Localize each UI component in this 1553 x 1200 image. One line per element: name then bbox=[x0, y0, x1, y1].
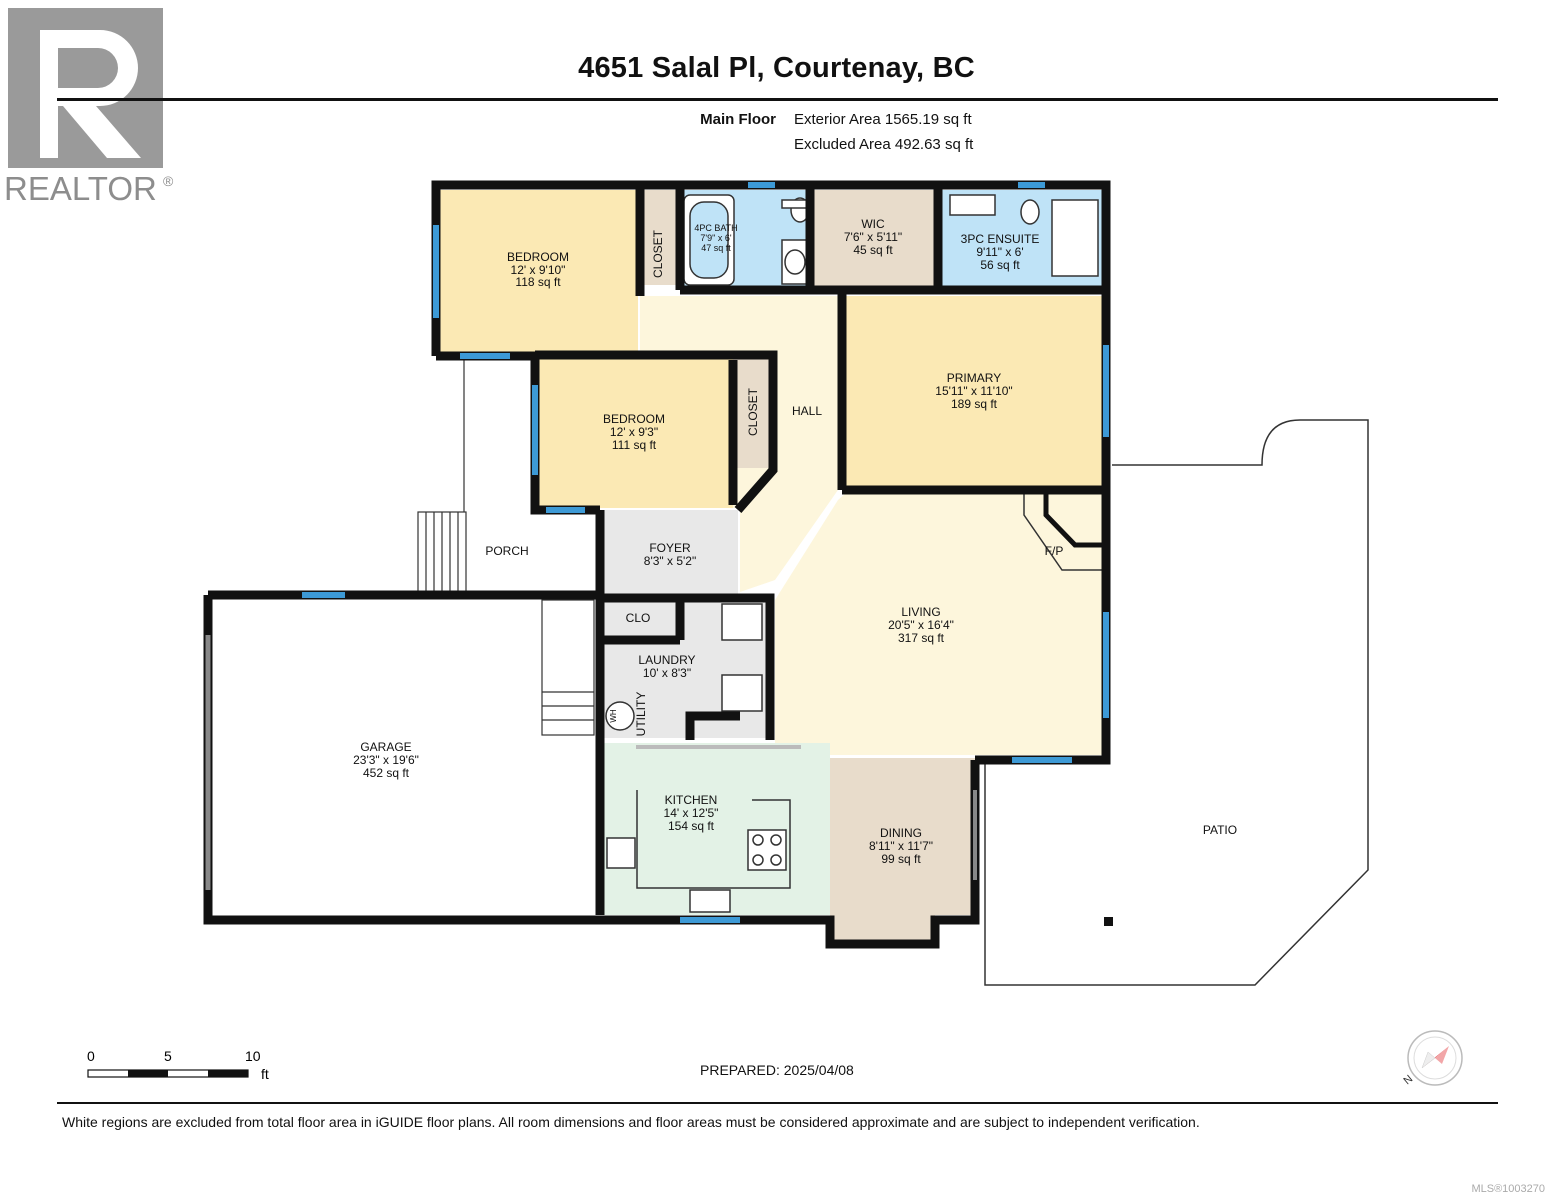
floor-name: Main Floor bbox=[700, 111, 776, 128]
fridge-icon bbox=[606, 837, 636, 869]
steps bbox=[417, 360, 595, 736]
wic-name: WIC bbox=[861, 217, 885, 231]
svg-text:®: ® bbox=[163, 173, 174, 189]
kitchen-sink-icon bbox=[689, 889, 731, 913]
bedroom2-name: BEDROOM bbox=[603, 412, 665, 426]
title-divider bbox=[57, 98, 1498, 101]
primary-area: 189 sq ft bbox=[951, 397, 998, 411]
living-name: LIVING bbox=[901, 605, 940, 619]
dining-area: 99 sq ft bbox=[881, 852, 921, 866]
excluded-area: Excluded Area 492.63 sq ft bbox=[794, 136, 974, 153]
garage-dims: 23'3" x 19'6" bbox=[353, 753, 419, 767]
fireplace-label: F/P bbox=[1045, 544, 1064, 558]
shower-icon bbox=[1051, 199, 1099, 277]
ensuite-dims: 9'11" x 6' bbox=[976, 245, 1023, 259]
bedroom1-name: BEDROOM bbox=[507, 250, 569, 264]
foyer-dims: 8'3" x 5'2" bbox=[644, 554, 696, 568]
room-fills bbox=[440, 190, 1104, 940]
footer-divider bbox=[57, 1102, 1498, 1104]
scale-tick-10: 10 bbox=[245, 1048, 261, 1064]
laundry-name: LAUNDRY bbox=[638, 653, 695, 667]
dining-dims: 8'11" x 11'7" bbox=[869, 839, 933, 853]
scale-tick-0: 0 bbox=[87, 1048, 95, 1064]
kitchen-area: 154 sq ft bbox=[668, 819, 715, 833]
bath4-name: 4PC BATH bbox=[694, 223, 737, 233]
laundry-dims: 10' x 8'3" bbox=[643, 666, 691, 680]
ensuite-toilet-icon bbox=[1020, 199, 1040, 225]
garage-area: 452 sq ft bbox=[363, 766, 410, 780]
washer-icon bbox=[721, 603, 763, 641]
living-area: 317 sq ft bbox=[898, 631, 945, 645]
closet2-label: CLOSET bbox=[746, 387, 760, 436]
foyer-name: FOYER bbox=[649, 541, 691, 555]
patio-label: PATIO bbox=[1203, 823, 1237, 837]
page-title: 4651 Salal Pl, Courtenay, BC bbox=[578, 52, 975, 84]
stove-icon bbox=[747, 829, 787, 871]
closet1-label: CLOSET bbox=[651, 229, 665, 278]
realtor-wordmark: REALTOR bbox=[4, 170, 157, 207]
compass-icon: N bbox=[1401, 1030, 1463, 1087]
primary-dims: 15'11" x 11'10" bbox=[935, 384, 1012, 398]
ensuite-name: 3PC ENSUITE bbox=[961, 232, 1040, 246]
hall-label: HALL bbox=[792, 404, 822, 418]
patio-outline bbox=[984, 419, 1369, 986]
ensuite-sink-icon bbox=[949, 194, 996, 216]
kitchen-name: KITCHEN bbox=[665, 793, 718, 807]
dining-name: DINING bbox=[880, 826, 922, 840]
dryer-icon bbox=[721, 674, 763, 712]
ensuite-area: 56 sq ft bbox=[980, 258, 1020, 272]
scale-unit: ft bbox=[261, 1066, 269, 1082]
prepared-date: PREPARED: 2025/04/08 bbox=[700, 1062, 854, 1078]
wic-area: 45 sq ft bbox=[853, 243, 893, 257]
bath4-dims: 7'9" x 6' bbox=[700, 233, 731, 243]
scale-bar: 0 5 10 ft bbox=[85, 1046, 285, 1086]
bedroom2-area: 111 sq ft bbox=[612, 438, 657, 452]
water-heater-label: WH bbox=[609, 709, 618, 723]
water-heater-icon bbox=[605, 701, 635, 731]
wic-dims: 7'6" x 5'11" bbox=[844, 230, 902, 244]
kitchen-dims: 14' x 12'5" bbox=[664, 806, 719, 820]
bath4-area: 47 sq ft bbox=[701, 243, 731, 253]
exterior-area: Exterior Area 1565.19 sq ft bbox=[794, 111, 972, 128]
garage-name: GARAGE bbox=[360, 740, 411, 754]
clo-label: CLO bbox=[626, 611, 651, 625]
primary-name: PRIMARY bbox=[947, 371, 1001, 385]
disclaimer-text: White regions are excluded from total fl… bbox=[62, 1114, 1200, 1130]
utility-label: UTILITY bbox=[634, 692, 648, 737]
scale-tick-5: 5 bbox=[164, 1048, 172, 1064]
living-dims: 20'5" x 16'4" bbox=[888, 618, 954, 632]
fixtures bbox=[605, 194, 1104, 913]
bedroom2-dims: 12' x 9'3" bbox=[610, 425, 658, 439]
mls-number: MLS®1003270 bbox=[1471, 1183, 1545, 1195]
bedroom1-area: 118 sq ft bbox=[515, 275, 561, 289]
windows bbox=[302, 182, 1109, 923]
realtor-logo: REALTOR ® bbox=[4, 8, 174, 207]
bedroom1-dims: 12' x 9'10" bbox=[511, 263, 566, 277]
room-labels: BEDROOM 12' x 9'10" 118 sq ft 4PC BATH 7… bbox=[353, 217, 1237, 866]
porch-label: PORCH bbox=[485, 544, 528, 558]
